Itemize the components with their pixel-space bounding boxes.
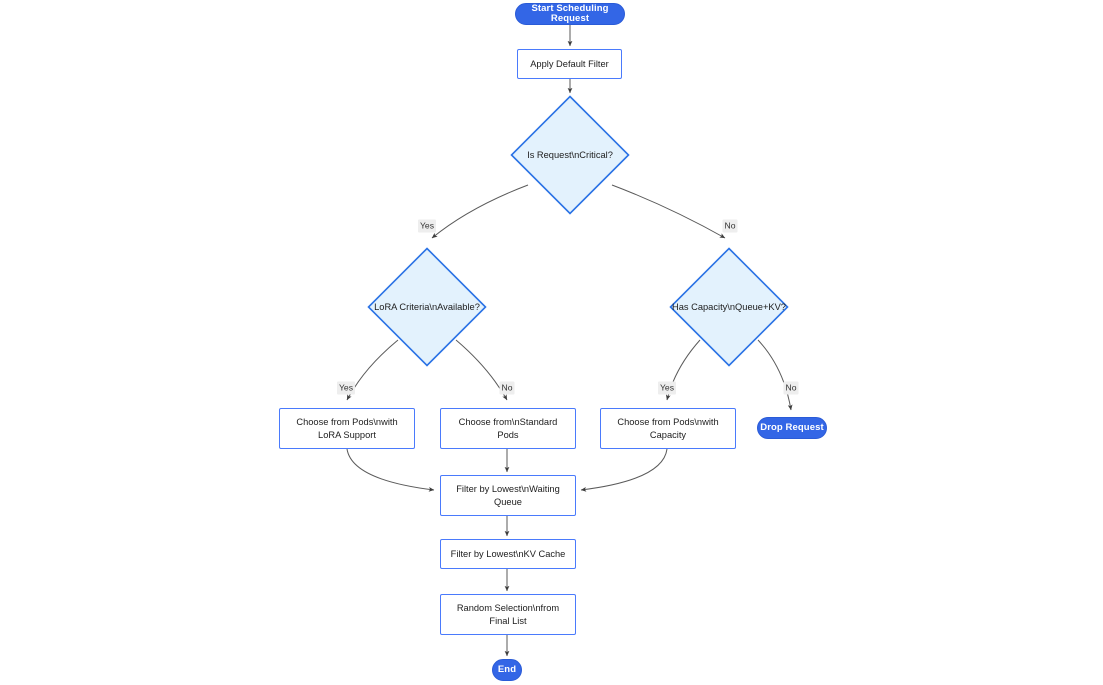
- node-drop-request-label: Drop Request: [760, 421, 824, 433]
- node-end-label: End: [497, 663, 517, 675]
- node-end[interactable]: End: [492, 659, 522, 681]
- node-lora-criteria-available[interactable]: LoRA Criteria\nAvailable?: [367, 247, 487, 367]
- edge-label-is-critical-no: No: [722, 219, 738, 233]
- node-start[interactable]: Start Scheduling Request: [515, 3, 625, 25]
- decision-diamond-shape: [367, 247, 487, 367]
- node-apply-default-filter-label: Apply Default Filter: [530, 58, 609, 69]
- edge-label-capacity-yes: Yes: [657, 381, 677, 395]
- node-has-capacity-label: Has Capacity\nQueue+KV?: [672, 302, 786, 312]
- node-drop-request[interactable]: Drop Request: [757, 417, 827, 439]
- edge-label-is-critical-yes: Yes: [417, 219, 437, 233]
- node-is-request-critical[interactable]: Is Request\nCritical?: [510, 95, 630, 215]
- edge-pods-capacity-to-filter-queue: [580, 448, 668, 492]
- edge-label-capacity-no: No: [783, 381, 799, 395]
- edge-pods-lora-to-filter-queue: [346, 448, 435, 492]
- node-filter-by-lowest-kv-cache-label: Filter by Lowest\nKV Cache: [450, 548, 566, 559]
- node-apply-default-filter[interactable]: Apply Default Filter: [517, 49, 622, 79]
- decision-diamond-shape: [669, 247, 789, 367]
- node-start-label: Start Scheduling Request: [531, 2, 609, 24]
- edge-label-lora-yes: Yes: [336, 381, 356, 395]
- node-is-request-critical-label: Is Request\nCritical?: [527, 150, 613, 160]
- node-has-capacity[interactable]: Has Capacity\nQueue+KV?: [669, 247, 789, 367]
- decision-diamond-shape: [510, 95, 630, 215]
- node-filter-by-lowest-kv-cache[interactable]: Filter by Lowest\nKV Cache: [440, 539, 576, 569]
- edge-label-lora-no: No: [499, 381, 515, 395]
- node-lora-criteria-available-label: LoRA Criteria\nAvailable?: [374, 302, 480, 312]
